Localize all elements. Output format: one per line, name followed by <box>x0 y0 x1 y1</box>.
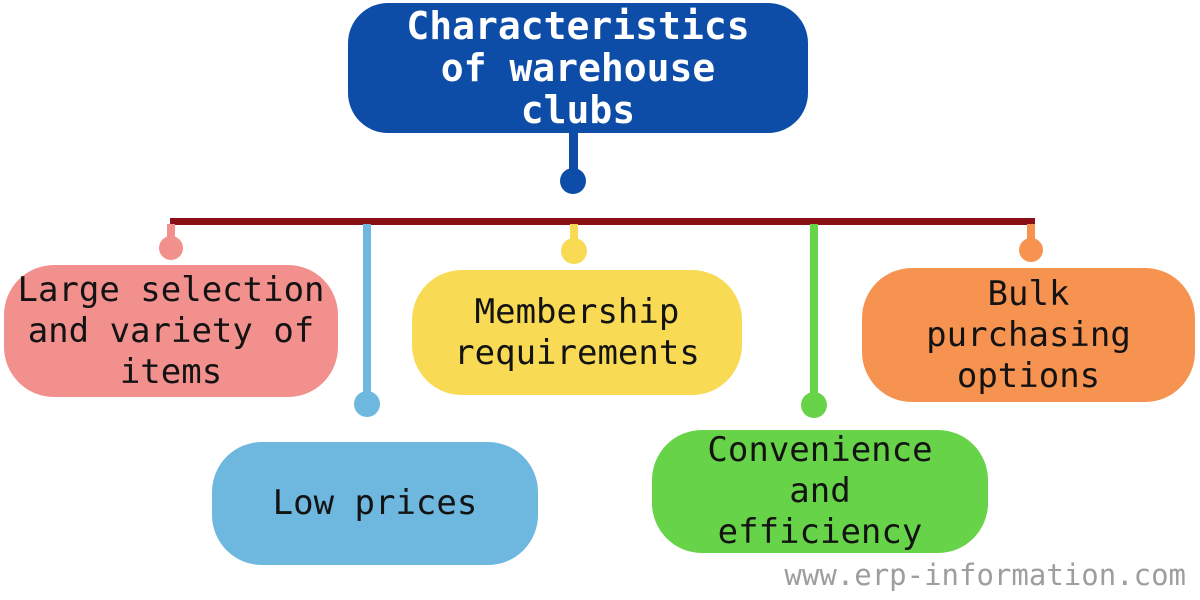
root-node-characteristics: Characteristics of warehouse clubs <box>348 3 808 133</box>
branch-stem-convenience <box>810 224 818 393</box>
watermark-text: www.erp-information.com <box>784 558 1186 592</box>
node-bulk-purchasing-label: Bulk purchasing options <box>926 273 1131 396</box>
node-low-prices-label: Low prices <box>272 483 478 523</box>
branch-dot-convenience <box>801 392 827 418</box>
node-large-selection: Large selection and variety of items <box>4 265 338 397</box>
branch-dot-membership <box>561 238 587 264</box>
branch-dot-low-prices <box>354 391 380 417</box>
node-membership-label: Membership requirements <box>454 291 700 373</box>
branch-stem-membership <box>570 224 578 240</box>
branch-dot-large-selection <box>159 236 183 260</box>
node-membership: Membership requirements <box>412 270 742 395</box>
root-connector-stem <box>569 131 578 173</box>
root-node-label: Characteristics of warehouse clubs <box>406 4 750 132</box>
node-convenience-label: Convenience and efficiency <box>707 430 933 552</box>
branch-dot-bulk-purchasing <box>1019 238 1043 262</box>
node-low-prices: Low prices <box>212 442 538 565</box>
node-convenience: Convenience and efficiency <box>652 430 988 553</box>
branch-stem-large-selection <box>167 224 175 238</box>
branch-stem-low-prices <box>363 224 371 393</box>
root-connector-dot <box>560 168 586 194</box>
branch-stem-bulk-purchasing <box>1027 224 1035 239</box>
node-bulk-purchasing: Bulk purchasing options <box>862 268 1195 402</box>
node-large-selection-label: Large selection and variety of items <box>17 269 325 392</box>
trunk-connector-line <box>170 218 1035 225</box>
